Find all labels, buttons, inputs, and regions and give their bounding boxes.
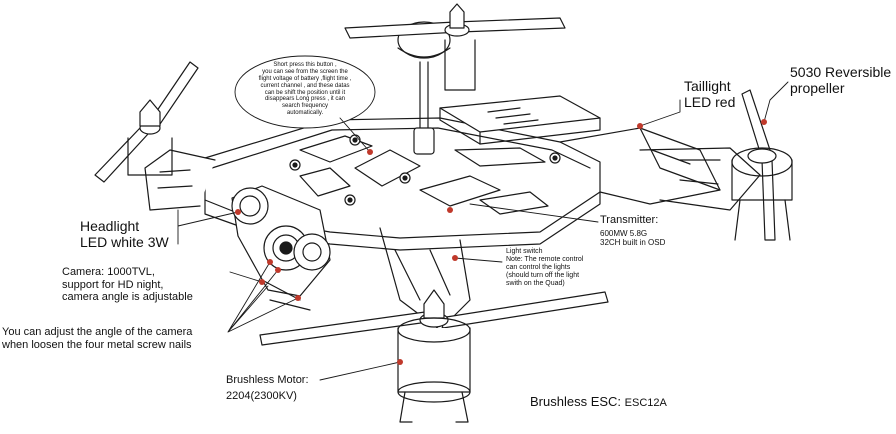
light-switch-label: Light switch Note: The remote control ca… <box>506 248 584 288</box>
esc-label-text: Brushless ESC: <box>530 394 625 409</box>
propeller-marker <box>761 119 767 125</box>
propeller-label: 5030 Reversible propeller <box>790 64 892 97</box>
esc-model: ESC12A <box>624 397 667 409</box>
taillight-marker <box>637 123 643 129</box>
motor-top <box>344 3 566 91</box>
camera-adjust-label: You can adjust the angle of the camera w… <box>2 326 193 351</box>
esc-label: Brushless ESC: ESC12A <box>530 394 667 410</box>
camera-label: Camera: 1000TVL, support for HD night, c… <box>62 266 193 304</box>
motor-marker <box>397 359 403 365</box>
motor-left <box>94 61 199 183</box>
motor-bottom <box>259 289 609 423</box>
headlight-label: Headlight LED white 3W <box>80 218 169 251</box>
transmitter-detail: 600MW 5.8G 32CH built in OSD <box>600 229 666 248</box>
headlight-marker <box>235 209 241 215</box>
screw-marker <box>267 259 273 265</box>
transmitter-marker <box>447 207 453 213</box>
button-callout-bubble <box>234 55 376 129</box>
button-callout-text: Short press this button , you can see fr… <box>258 62 352 117</box>
light-switch-marker <box>452 255 458 261</box>
motor-detail: 2204(2300KV) <box>226 390 297 402</box>
front-camera-assembly <box>231 185 331 311</box>
callout-markers <box>235 119 767 365</box>
screw-marker <box>295 295 301 301</box>
leader-lines <box>177 55 789 381</box>
taillight-label: Taillight LED red <box>684 78 736 111</box>
screw-marker <box>275 267 281 273</box>
button-marker <box>367 149 373 155</box>
transmitter-title: Transmitter: <box>600 214 659 226</box>
motor-title: Brushless Motor: <box>226 374 309 386</box>
camera-marker <box>259 279 265 285</box>
motor-right <box>731 89 793 241</box>
